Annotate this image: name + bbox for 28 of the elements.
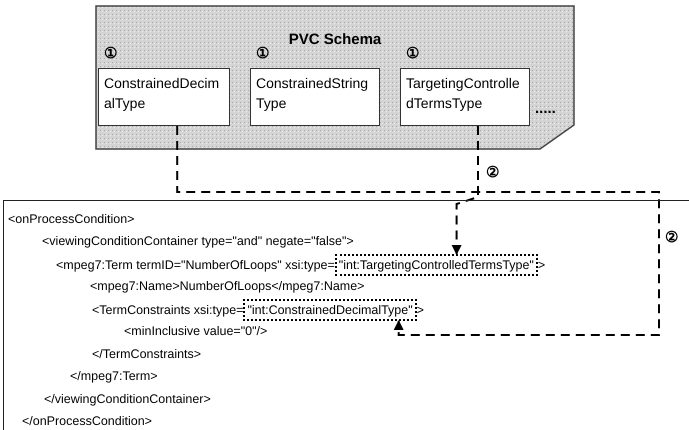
callout-number: ① — [256, 44, 269, 62]
code-text: <onProcessCondition> — [8, 210, 134, 228]
code-text: </mpeg7:Term> — [70, 368, 158, 386]
callout-number: ① — [406, 44, 419, 62]
ellipsis-label: ..... — [535, 100, 556, 117]
type-box — [250, 68, 380, 126]
type-name: ConstrainedDecimalType — [104, 75, 220, 111]
code-text: <TermConstraints xsi:type= — [92, 302, 244, 319]
highlight-box: "int:TargetingControlledTermsType" — [334, 254, 538, 276]
type-box — [98, 68, 230, 126]
code-text: </TermConstraints> — [92, 346, 202, 363]
code-text: </viewingConditionContainer> — [44, 390, 211, 408]
dashed-arrow — [452, 126, 479, 255]
highlight-box: "int:ConstrainedDecimalType" — [243, 299, 417, 321]
type-name: ConstrainedStringType — [256, 75, 368, 111]
panel-title: PVC Schema — [288, 31, 382, 48]
code-text: <minInclusive value="0"/> — [124, 323, 268, 340]
type-name: TargetingControlledTermsType — [406, 75, 520, 111]
code-text: <viewingConditionContainer type="and" negate="false"> — [42, 233, 354, 250]
code-panel — [3, 200, 689, 430]
code-text: </onProcessCondition> — [22, 413, 152, 430]
code-text: <mpeg7:Term termID="NumberOfLoops" xsi:type= — [56, 257, 335, 274]
code-text: > — [538, 257, 546, 274]
type-box — [400, 68, 530, 126]
dashed-arrow — [176, 126, 660, 336]
code-text: <mpeg7:Name>NumberOfLoops</mpeg7:Name> — [90, 278, 364, 296]
callout-number: ① — [104, 44, 117, 62]
code-text: > — [416, 302, 424, 319]
